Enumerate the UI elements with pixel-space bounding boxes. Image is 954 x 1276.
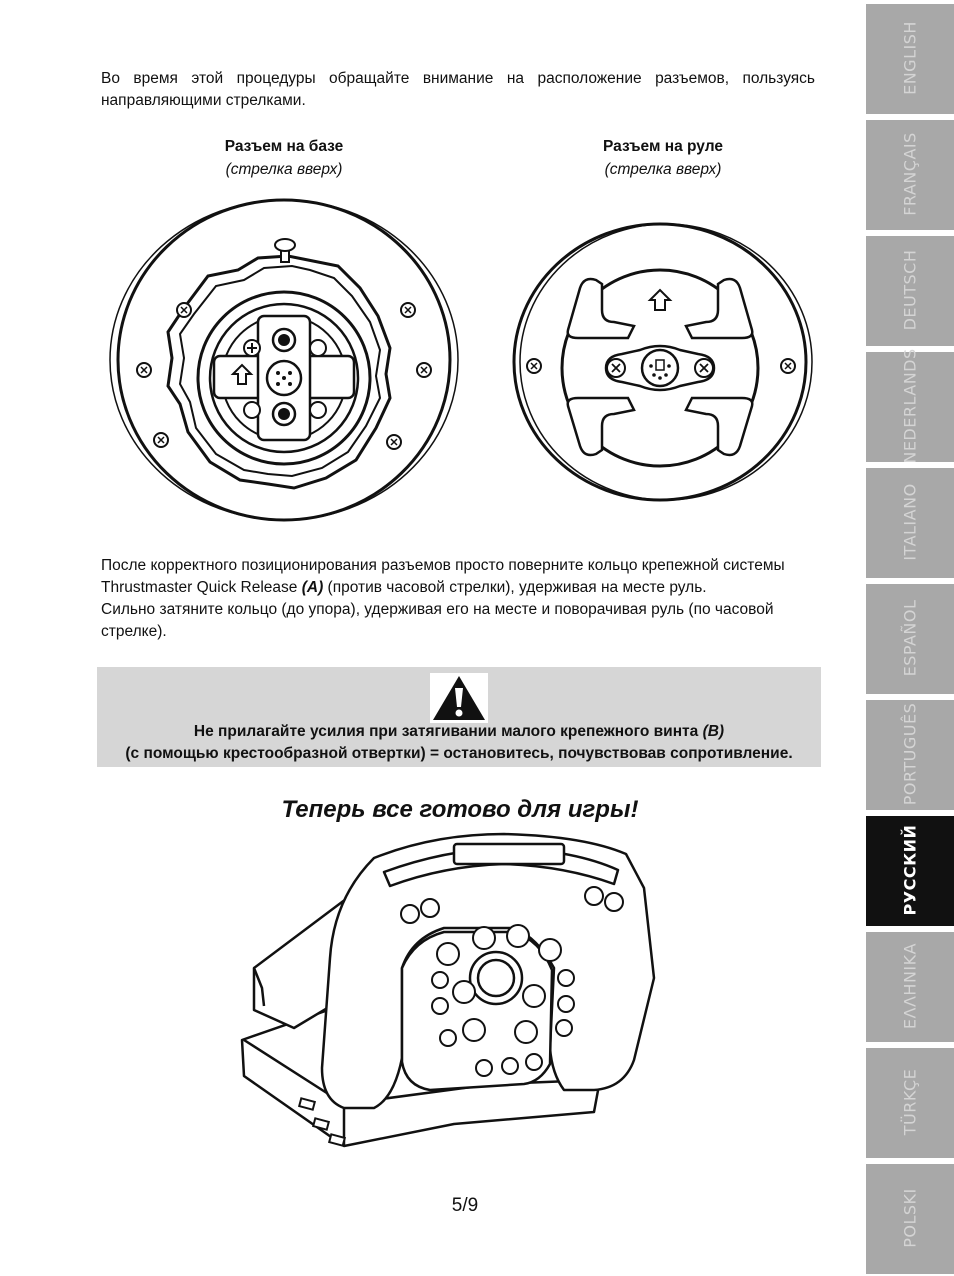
tab-language-5[interactable]: ESPAÑOL — [866, 580, 954, 696]
tab-shape — [866, 928, 954, 1044]
connector-wheel-subtitle: (стрелка вверх) — [604, 161, 722, 178]
instructions-marker-a: (A) — [301, 579, 324, 596]
tab-language-1[interactable]: FRANÇAIS — [866, 116, 954, 232]
tab-language-0[interactable]: ENGLISH — [866, 0, 954, 116]
connector-base-caption: Разъем на базе (стрелка вверх) — [174, 135, 394, 181]
tab-language-2[interactable]: DEUTSCH — [866, 232, 954, 348]
tab-language-9[interactable]: TÜRKÇE — [866, 1044, 954, 1160]
tab-shape — [866, 116, 954, 232]
tab-label: ENGLISH — [900, 21, 920, 95]
instructions-line1-b: (против часовой стрелки), удерживая на м… — [323, 579, 707, 596]
instructions-line2: Сильно затяните кольцо (до упора), удерж… — [101, 601, 774, 640]
instructions-paragraph: После корректного позиционирования разъе… — [101, 555, 815, 643]
tab-language-8[interactable]: ΕΛΛΗΝΙΚΑ — [866, 928, 954, 1044]
connector-wheel-title: Разъем на руле — [603, 138, 723, 155]
tab-language-6[interactable]: PORTUGUÊS — [866, 696, 954, 812]
warning-triangle-icon — [430, 673, 488, 723]
tab-language-10[interactable]: POLSKI — [866, 1160, 954, 1276]
tab-language-4[interactable]: ITALIANO — [866, 464, 954, 580]
intro-paragraph: Во время этой процедуры обращайте вниман… — [101, 70, 815, 109]
ready-heading: Теперь все готово для игры! — [281, 796, 639, 823]
tab-label: ESPAÑOL — [900, 599, 920, 677]
tab-language-3[interactable]: NEDERLANDS — [866, 348, 954, 464]
tab-language-7[interactable]: РУССКИЙ — [866, 812, 954, 928]
tab-label: РУССКИЙ — [900, 824, 920, 916]
tab-shape — [866, 812, 954, 928]
wheel-connector-illustration — [512, 222, 813, 502]
instructions-line1-a: После корректного позиционирования разъе… — [101, 557, 785, 596]
warning-marker-b: (B) — [702, 723, 725, 740]
tab-label: FRANÇAIS — [900, 132, 920, 216]
warning-line1: Не прилагайте усилия при затягивании мал… — [193, 723, 703, 740]
warning-line2: (с помощью крестообразной отвертки) = ос… — [125, 745, 793, 762]
tab-shape — [866, 1160, 954, 1276]
tab-label: PORTUGUÊS — [900, 702, 920, 806]
connector-base-title: Разъем на базе — [224, 138, 344, 155]
tab-shape — [866, 1044, 954, 1160]
tab-shape — [866, 464, 954, 580]
tab-label: NEDERLANDS — [900, 348, 920, 464]
connector-wheel-caption: Разъем на руле (стрелка вверх) — [553, 135, 773, 181]
tab-label: POLSKI — [900, 1188, 920, 1248]
language-tab-strip: ENGLISH FRANÇAIS DEUTSCH NEDERLANDS ITALIANO… — [866, 0, 954, 1276]
base-connector-illustration — [109, 198, 459, 522]
tab-shape — [866, 348, 954, 464]
tab-label: TÜRKÇE — [900, 1068, 920, 1136]
tab-shape — [866, 0, 954, 116]
tab-label: DEUTSCH — [900, 249, 920, 331]
tab-shape — [866, 696, 954, 812]
tab-shape — [866, 232, 954, 348]
racing-wheel-illustration — [240, 832, 656, 1148]
warning-box: Не прилагайте усилия при затягивании мал… — [97, 667, 821, 767]
connector-base-subtitle: (стрелка вверх) — [225, 161, 343, 178]
warning-text: Не прилагайте усилия при затягивании мал… — [97, 721, 821, 765]
tab-shape — [866, 580, 954, 696]
tab-label: ITALIANO — [900, 483, 920, 561]
page-number: 5/9 — [451, 1195, 479, 1216]
tab-label: ΕΛΛΗΝΙΚΑ — [900, 942, 920, 1030]
